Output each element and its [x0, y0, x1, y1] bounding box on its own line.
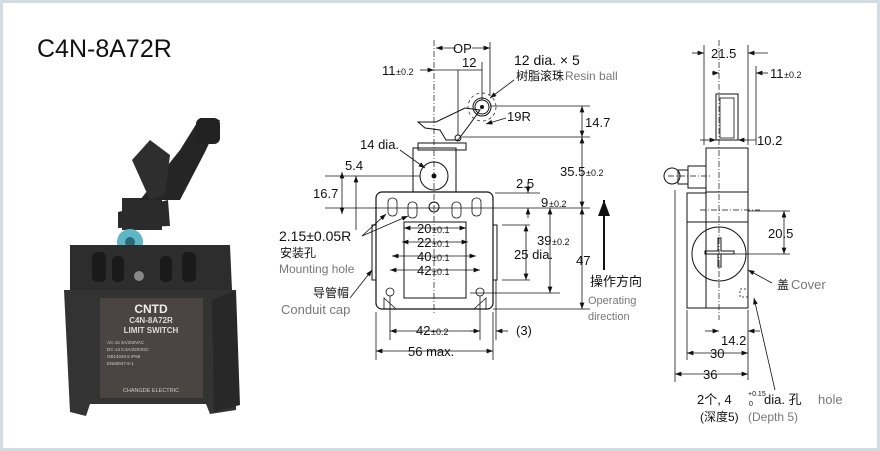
label-hole-tol-low: 0: [749, 401, 753, 408]
label-tol: ±0.1: [432, 225, 449, 235]
label-radius-19: 19R: [507, 109, 531, 124]
label-dim-47: 47: [576, 253, 590, 268]
label-dim-3: (3): [516, 323, 532, 338]
label-dim-2-5: 2.5: [516, 176, 534, 191]
label-dim-35-5-tol: ±0.2: [586, 168, 603, 178]
label-dim-36: 36: [703, 367, 717, 382]
label-dim-11: 11: [382, 63, 396, 78]
label-dim-35-5: 35.5: [560, 164, 585, 179]
label-tol: ±0.1: [432, 267, 449, 277]
label-depth-cn: (深度5): [700, 409, 739, 424]
front-view-drawing: [325, 40, 610, 360]
label-hole-tol-up: +0.15: [748, 391, 766, 398]
photo-spec: EN60947-5-1: [107, 361, 134, 366]
label-dim-16-7: 16.7: [313, 186, 338, 201]
label-mount-cn: 安装孔: [280, 245, 316, 260]
photo-model: C4N-8A72R: [129, 316, 173, 325]
label-mount-radius: 2.15±0.05R: [279, 228, 351, 244]
photo-spec: DC-13 0.3A/220VDC: [107, 347, 150, 352]
label-hole-prefix: 2个, 4: [697, 392, 732, 407]
label-mount-en: Mounting hole: [279, 262, 355, 276]
page-title: C4N-8A72R: [37, 35, 172, 63]
label-dia-14: 14 dia.: [360, 137, 399, 152]
photo-brand: CNTD: [134, 302, 168, 316]
label-hole-en: hole: [818, 392, 843, 407]
label-dim-14-2: 14.2: [721, 333, 746, 348]
label-dim-42b: 42: [416, 323, 430, 338]
photo-maker: CHANGDE ELECTRIC: [123, 388, 179, 394]
label-dim-30: 30: [710, 346, 724, 361]
label-dim-42: 42: [417, 263, 431, 278]
label-side-dim-11: 11: [770, 66, 784, 81]
label-dim-40: 40: [417, 249, 431, 264]
label-dim-14-7: 14.7: [585, 115, 610, 130]
side-view-labels: 21.5 11 ±0.2 10.2 20.5 盖 Cover 14.2 30 3…: [697, 46, 843, 424]
label-dim-11-tol: ±0.2: [396, 67, 413, 77]
side-view-drawing: [663, 40, 790, 391]
label-dim-10-2: 10.2: [757, 133, 782, 148]
label-dim-12: 12: [462, 55, 476, 70]
label-dim-9-tol: ±0.2: [549, 199, 566, 209]
photo-spec: GB14048.5 IP66: [107, 354, 141, 359]
label-dim-39: 39: [537, 233, 551, 248]
front-view-labels: OP 12 11 ±0.2 12 dia. × 5 树脂滚珠 Resin bal…: [279, 41, 642, 359]
label-dim-21-5: 21.5: [711, 46, 736, 61]
label-conduit-en: Conduit cap: [281, 302, 350, 317]
product-photo: CNTD C4N-8A72R LIMIT SWITCH AC-15 3A/250…: [64, 118, 240, 416]
label-dim-39-tol: ±0.2: [552, 237, 569, 247]
label-op: OP: [453, 41, 472, 56]
label-resin-ball-cn: 树脂滚珠: [516, 68, 564, 83]
label-tol: ±0.1: [432, 239, 449, 249]
photo-type: LIMIT SWITCH: [124, 326, 179, 335]
label-op-dir-cn: 操作方向: [590, 274, 642, 289]
label-side-dim-11-tol: ±0.2: [784, 70, 801, 80]
label-dim-9: 9: [541, 195, 548, 210]
label-op-dir-en2: direction: [588, 311, 630, 323]
label-conduit-cn: 导管帽: [313, 285, 349, 300]
label-cover-en: Cover: [791, 277, 826, 292]
label-dim-22: 22: [417, 235, 431, 250]
label-resin-ball-size: 12 dia. × 5: [514, 52, 580, 68]
label-op-dir-en1: Operating: [588, 295, 636, 307]
label-hole-mid: dia. 孔: [764, 392, 802, 407]
label-depth-en: (Depth 5): [748, 410, 798, 424]
label-dim-20: 20: [417, 221, 431, 236]
photo-spec: AC-15 3A/250VAC: [107, 340, 145, 345]
label-dim-20-5: 20.5: [768, 226, 793, 241]
label-dim-5-4: 5.4: [345, 158, 363, 173]
label-tol: ±0.1: [432, 253, 449, 263]
label-resin-ball-en: Resin ball: [565, 69, 618, 83]
label-dim-42b-tol: ±0.2: [431, 327, 448, 337]
label-dia-25: 25 dia.: [514, 247, 553, 262]
label-cover-cn: 盖: [777, 278, 789, 292]
label-dim-56: 56 max.: [408, 344, 454, 359]
